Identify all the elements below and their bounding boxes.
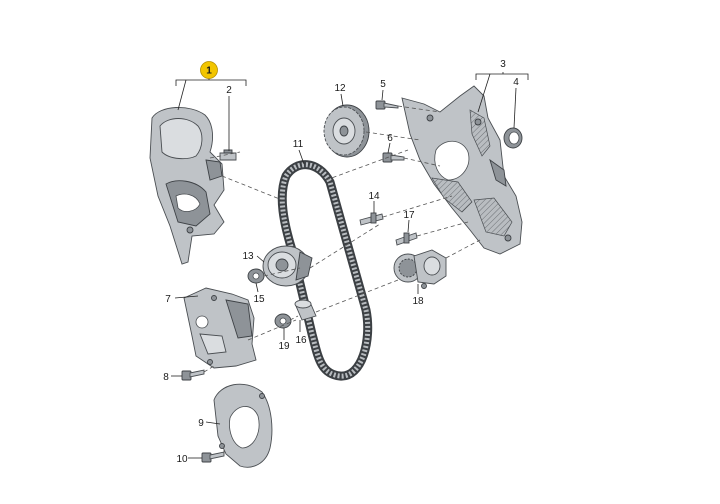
callout-14[interactable]: 14 [368, 191, 380, 202]
callout-13[interactable]: 13 [242, 251, 254, 262]
callout-17[interactable]: 17 [403, 210, 415, 221]
callout-2[interactable]: 2 [226, 85, 232, 96]
callout-16[interactable]: 16 [295, 335, 307, 346]
seal-ring[interactable] [503, 127, 523, 149]
callout-5[interactable]: 5 [380, 79, 386, 90]
tensioner-pulley[interactable] [262, 245, 313, 287]
nut-15[interactable] [247, 268, 265, 284]
stud-14[interactable] [359, 212, 384, 226]
callout-10[interactable]: 10 [176, 454, 188, 465]
alignment-lines [203, 105, 481, 454]
callout-11[interactable]: 11 [293, 139, 304, 150]
bolt-6[interactable] [382, 152, 405, 163]
callout-4[interactable]: 4 [513, 77, 519, 88]
callout-18[interactable]: 18 [412, 296, 424, 307]
callout-labels: 1 2 3 4 5 6 7 8 9 10 11 12 13 14 15 16 1… [163, 59, 519, 465]
rear-timing-cover[interactable] [401, 85, 523, 255]
bolt-5[interactable] [375, 100, 399, 110]
callout-1[interactable]: 1 [206, 66, 212, 77]
lower-timing-cover[interactable] [183, 287, 257, 369]
guard-plate[interactable] [213, 383, 273, 468]
bolt-8[interactable] [181, 369, 205, 381]
callout-15[interactable]: 15 [253, 294, 265, 305]
idler-roller[interactable] [294, 299, 317, 321]
callout-12[interactable]: 12 [334, 83, 346, 94]
callout-7[interactable]: 7 [165, 294, 171, 305]
stud-17[interactable] [395, 232, 418, 246]
callout-1-badge [200, 61, 218, 79]
bolt-10[interactable] [201, 451, 225, 463]
callout-6[interactable]: 6 [387, 133, 393, 144]
callout-8[interactable]: 8 [163, 372, 169, 383]
leader-lines [171, 72, 529, 459]
water-pump[interactable] [393, 249, 447, 289]
nut-19[interactable] [274, 313, 292, 329]
callout-9[interactable]: 9 [198, 418, 204, 429]
callout-3[interactable]: 3 [500, 59, 506, 70]
timing-belt[interactable] [277, 160, 373, 381]
callout-19[interactable]: 19 [278, 341, 290, 352]
cover-clip[interactable] [219, 149, 237, 161]
camshaft-sprocket[interactable] [323, 104, 370, 158]
upper-timing-cover[interactable] [149, 107, 225, 265]
